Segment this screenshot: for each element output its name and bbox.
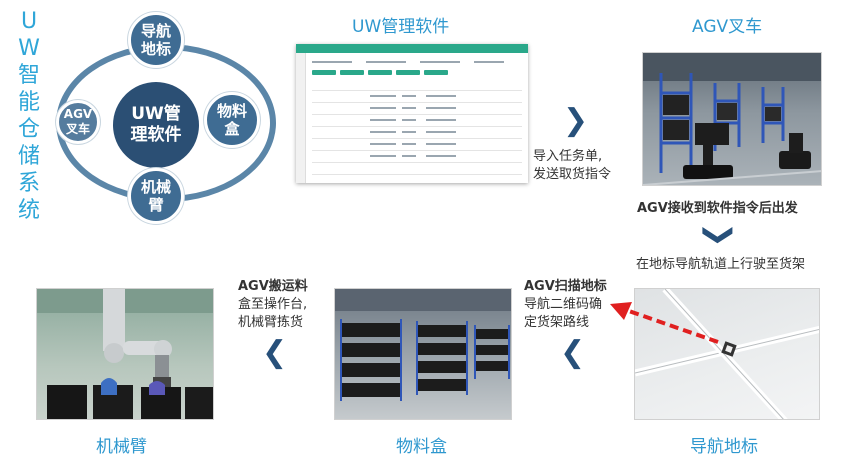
caption-agv-travel: 在地标导航轨道上行驶至货架: [636, 256, 822, 274]
title-char: 智: [17, 63, 40, 88]
caption-carry-line: 盒至操作台,: [238, 297, 308, 312]
title-char: W: [18, 36, 40, 61]
software-screenshot: [296, 44, 528, 183]
chevron-left-icon: ❮: [560, 335, 586, 370]
caption-scan: AGV扫描地标 导航二维码确 定货架路线: [524, 278, 607, 332]
caption-agv-travel-text: 在地标导航轨道上行驶至货架: [636, 257, 806, 272]
cycle-node-marker: 导航地标: [128, 12, 184, 68]
label-software: UW管理软件: [352, 17, 450, 37]
label-box: 物料盒: [396, 437, 447, 457]
chevron-left-icon: ❮: [262, 335, 288, 370]
label-agv: AGV叉车: [692, 17, 763, 37]
title-char: 储: [17, 144, 40, 169]
caption-agv-receive: AGV接收到软件指令后出发: [637, 200, 798, 218]
cycle-node-agv: AGV叉车: [56, 100, 100, 144]
caption-carry-text: AGV搬运料: [238, 279, 308, 294]
title-char: U: [20, 9, 38, 34]
caption-scan-text: AGV扫描地标: [524, 279, 607, 294]
chevron-down-icon: ❯: [701, 222, 737, 248]
label-arm: 机械臂: [96, 437, 147, 457]
software-sidebar: [296, 53, 306, 183]
robot-arm-photo: [36, 288, 214, 420]
dashed-arrow-icon: [610, 302, 719, 344]
caption-scan-line: 导航二维码确: [524, 297, 603, 312]
title-char: 统: [17, 198, 40, 223]
chevron-right-icon: ❯: [563, 103, 589, 138]
agv-photo: [642, 52, 822, 186]
title-char: 能: [17, 90, 40, 115]
software-header-bar: [296, 44, 528, 53]
title-char: 仓: [17, 117, 40, 142]
caption-carry-line: AGV搬运料: [238, 278, 308, 296]
caption-carry: AGV搬运料 盒至操作台, 机械臂拣货: [238, 278, 308, 332]
caption-import: 导入任务单, 发送取货指令: [533, 148, 611, 184]
title-char: 系: [17, 171, 40, 196]
cycle-node-arm: 机械臂: [128, 168, 184, 224]
caption-scan-line: AGV扫描地标: [524, 278, 607, 296]
caption-scan-line: 定货架路线: [524, 315, 590, 330]
cycle-node-box: 物料盒: [204, 92, 260, 148]
cycle-center-node: UW管理软件: [113, 82, 199, 168]
caption-import-line: 导入任务单,: [533, 149, 603, 164]
label-marker: 导航地标: [690, 437, 758, 457]
navigation-marker-photo: [634, 288, 820, 420]
caption-import-line: 发送取货指令: [533, 167, 612, 182]
caption-carry-line: 机械臂拣货: [238, 315, 304, 330]
vertical-title: U W 智 能 仓 储 系 统: [14, 8, 44, 224]
caption-agv-receive-text: AGV接收到软件指令后出发: [637, 201, 798, 216]
material-box-photo: [334, 288, 512, 420]
